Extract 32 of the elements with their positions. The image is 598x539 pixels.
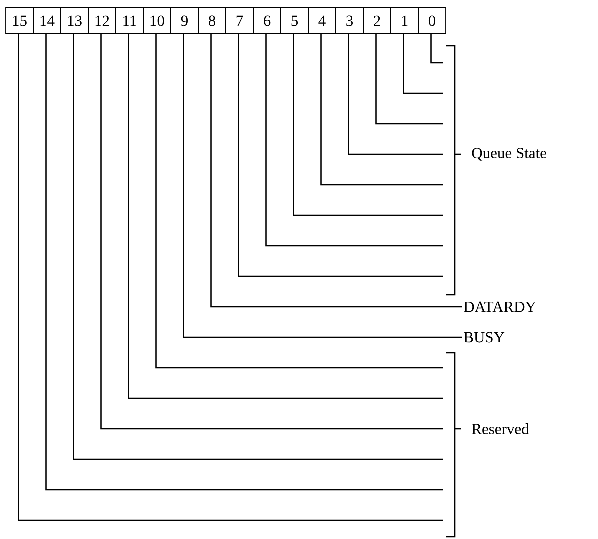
bit-cell: 8	[198, 8, 226, 34]
bit-cell: 14	[33, 8, 62, 34]
signal-label: DATARDY	[464, 302, 536, 312]
bit-cell: 6	[253, 8, 282, 34]
connector-line	[293, 34, 443, 216]
bit-cell: 2	[363, 8, 392, 34]
connector-line	[430, 34, 443, 64]
bit-cell: 1	[390, 8, 419, 34]
bit-cell: 15	[6, 8, 34, 34]
bracket-label: Reserved	[446, 352, 530, 538]
signal-label: BUSY	[464, 332, 505, 343]
bit-cell: 13	[60, 8, 89, 34]
bit-cell: 0	[418, 8, 446, 34]
bit-cell: 12	[88, 8, 116, 34]
bit-cell: 3	[336, 8, 364, 34]
bit-cell: 7	[226, 8, 254, 34]
bit-cell: 9	[170, 8, 199, 34]
bit-cell: 4	[308, 8, 336, 34]
connector-line	[128, 34, 443, 400]
connector-line	[348, 34, 443, 156]
connector-line	[183, 34, 462, 338]
connector-line	[376, 34, 443, 125]
connector-line	[320, 34, 443, 186]
connector-line	[238, 34, 443, 278]
bit-cell: 11	[116, 8, 144, 34]
connector-line	[266, 34, 443, 247]
connector-line	[403, 34, 443, 94]
connector-line	[210, 34, 462, 308]
bit-cell: 5	[280, 8, 309, 34]
bit-cell: 10	[143, 8, 172, 34]
bracket-label: Queue State	[446, 45, 546, 296]
connector-line	[156, 34, 443, 369]
